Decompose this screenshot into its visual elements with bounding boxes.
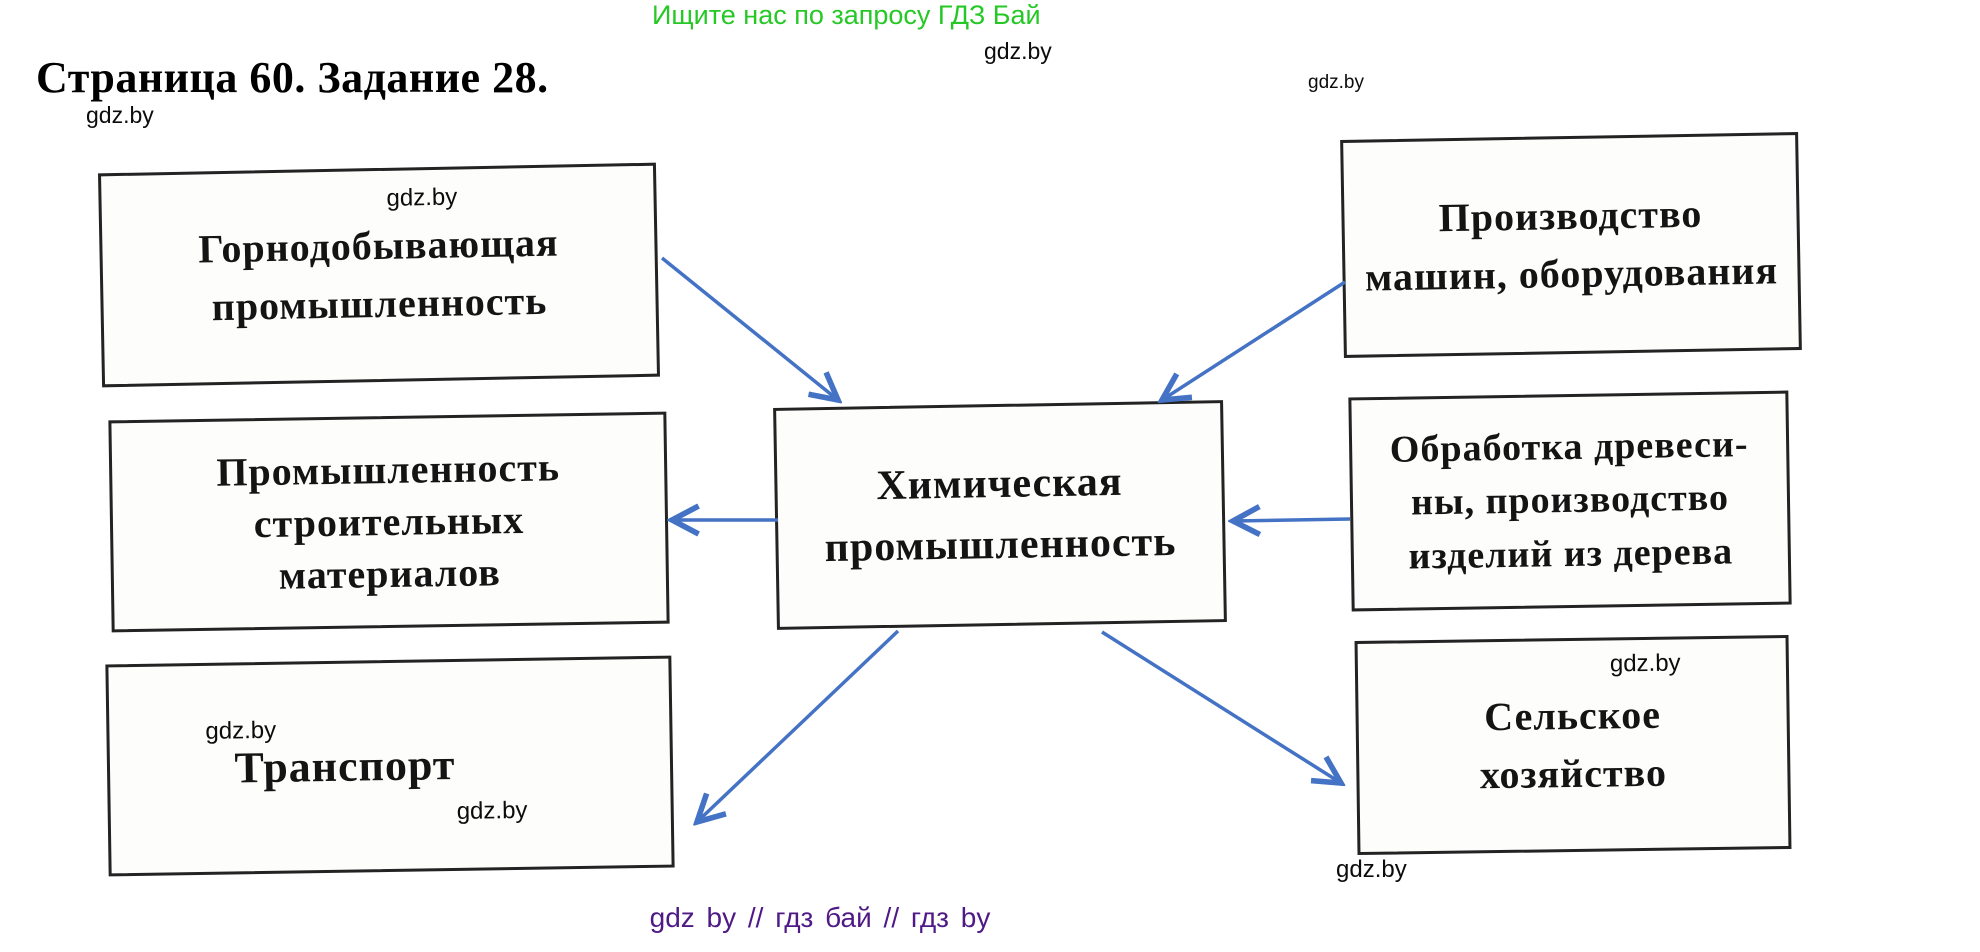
watermark: gdz.by [1336,856,1407,883]
node-line: материалов [278,549,502,598]
node-agriculture: gdz.by Сельское хозяйство [1354,634,1792,856]
node-label: Промышленность строительных материалов [111,415,666,630]
arrow-mining-to-chemical [660,256,838,400]
node-label: Производство машин, оборудования [1343,135,1799,355]
node-label: Транспорт [108,659,671,874]
watermark: gdz.by [386,183,458,212]
node-line: машин, оборудования [1364,247,1779,300]
watermark: gdz.by [1308,72,1364,93]
watermark: gdz.by [456,796,528,825]
node-construction-materials-industry: Промышленность строительных материалов [108,411,670,633]
node-mining-industry: gdz.by Горнодобывающая промышленность [97,162,661,388]
page-title: Страница 60. Задание 28. [36,53,549,102]
node-line: хозяйство [1479,749,1668,798]
watermark: gdz.by [205,716,277,745]
node-machinery-production: Производство машин, оборудования [1340,132,1802,358]
node-line: Промышленность [215,444,561,495]
node-line: ны, производство [1410,476,1730,524]
node-line: промышленность [211,277,548,330]
footer-search-tags: gdz by // гдз бай // гдз by [649,902,991,933]
node-line: строительных [253,496,525,547]
node-transport: gdz.by gdz.by Транспорт [105,655,675,877]
arrow-chemical-to-transport [697,629,900,822]
node-label: Химическая промышленность [776,403,1224,627]
node-wood-processing: Обработка древеси- ны, производство изде… [1348,390,1792,612]
node-label: Горнодобывающая промышленность [101,166,657,385]
node-label: Обработка древеси- ны, производство изде… [1351,394,1788,609]
arrow-wood-to-chemical [1233,519,1351,521]
promo-banner-text: Ищите нас по запросу ГДЗ Бай [652,0,1041,30]
node-line: Химическая [876,458,1123,510]
node-line: Обработка древеси- [1389,423,1749,472]
node-line: Сельское [1483,691,1662,740]
watermark: gdz.by [984,38,1052,64]
arrow-chemical-to-agriculture [1101,630,1341,783]
node-chemical-industry: Химическая промышленность [773,400,1227,630]
watermark: gdz.by [1609,649,1681,678]
node-line: Производство [1438,190,1703,241]
node-label: Сельское хозяйство [1358,638,1789,852]
node-line: промышленность [824,518,1177,572]
arrow-machinery-to-chemical [1162,280,1346,400]
watermark: gdz.by [86,102,154,128]
node-line: Горнодобывающая [197,219,559,272]
node-line: изделий из дерева [1408,530,1734,578]
